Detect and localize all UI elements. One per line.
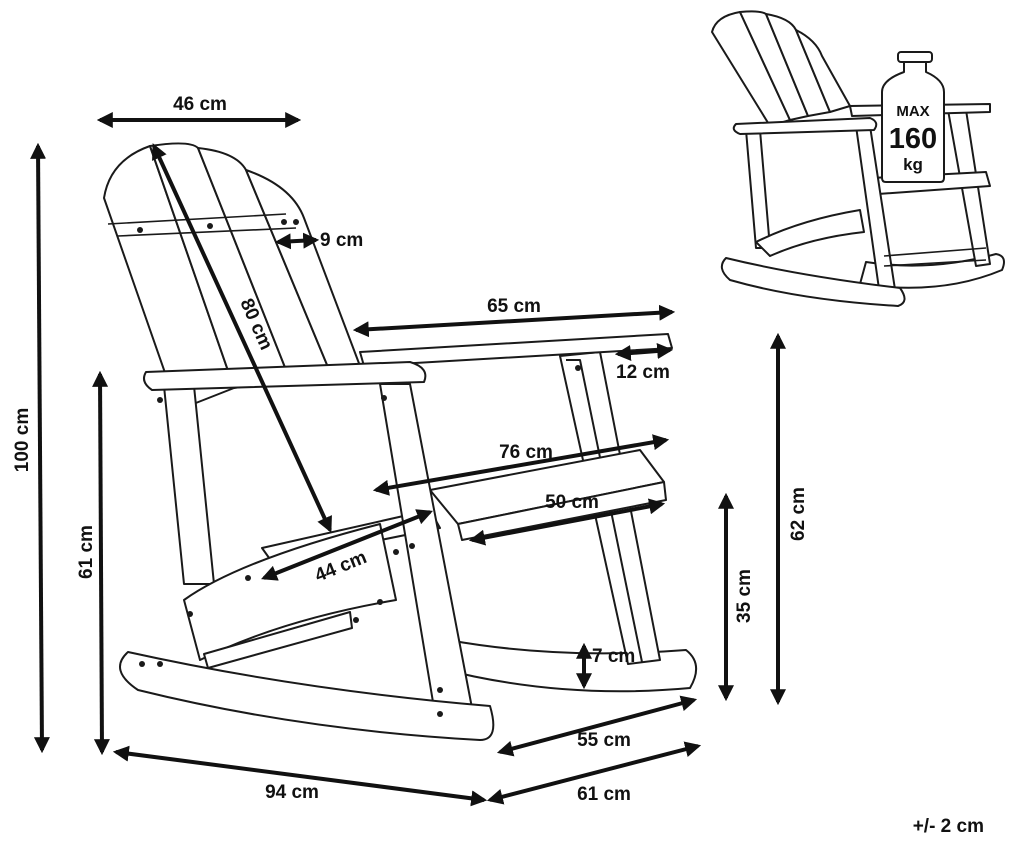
dimension-labels: 46 cm 9 cm 80 cm 100 cm 65 cm 12 cm 61 c… [12, 94, 809, 805]
label-seat-height: 35 cm [734, 569, 755, 623]
max-load-line1: MAX [896, 103, 929, 120]
label-base-depth: 55 cm [577, 730, 631, 751]
label-slat-width: 9 cm [320, 230, 363, 251]
dimension-arrows [30, 112, 786, 807]
label-width-top: 46 cm [173, 94, 227, 115]
max-load-line3: kg [903, 155, 923, 174]
label-arm-height: 61 cm [76, 525, 97, 579]
label-armrest-length: 65 cm [487, 296, 541, 317]
label-total-width: 76 cm [499, 442, 553, 463]
label-seat-width: 50 cm [545, 492, 599, 513]
label-rear-height: 62 cm [788, 487, 809, 541]
reference-chair-drawing [711, 10, 1005, 307]
label-total-depth: 94 cm [265, 782, 319, 803]
label-total-height: 100 cm [12, 408, 33, 472]
max-load-badge: MAX 160 kg [881, 51, 945, 183]
max-load-line2: 160 [889, 123, 937, 155]
label-rocker-gap: 7 cm [592, 646, 635, 667]
tolerance-note: +/- 2 cm [912, 816, 984, 837]
label-armrest-width: 12 cm [616, 362, 670, 383]
label-base-width: 61 cm [577, 784, 631, 805]
